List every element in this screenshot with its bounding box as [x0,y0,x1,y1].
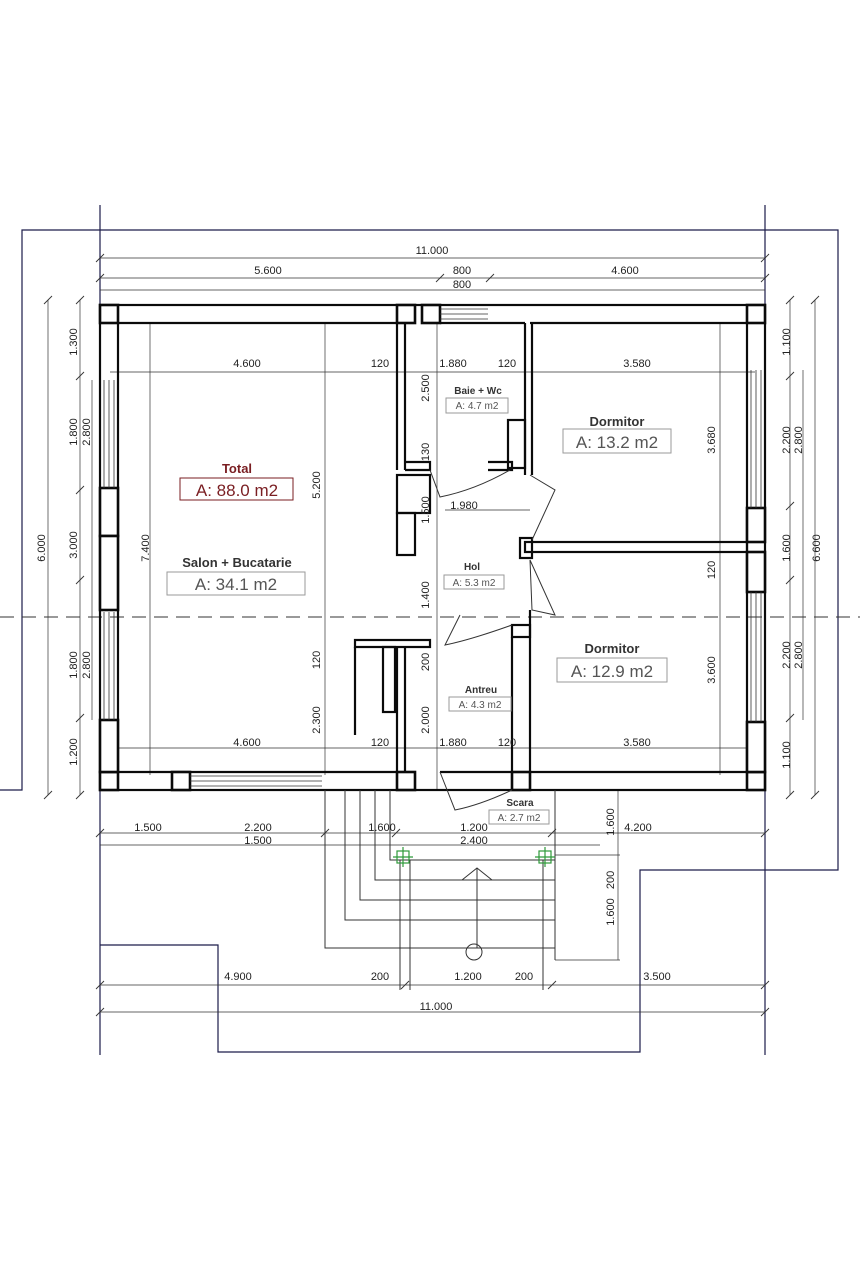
room-dormitor1-area: A: 13.2 m2 [576,433,658,452]
frame-lines [0,205,839,1055]
room-scara-name: Scara [506,798,534,809]
room-hol-area: A: 5.3 m2 [453,578,496,589]
dim-stair-v2: 1.600 [605,898,617,926]
dim-bottom-a4: 1.200 [460,822,488,834]
dim-right-3: 1.600 [781,534,793,562]
walls [98,303,767,792]
dim-inner-bottom-antreu: 1.880 [439,737,467,749]
dim-salon-inner: 5.200 [311,471,323,499]
dim-inner-bottom-wall2: 120 [498,737,516,749]
dim-top-mid-b: 800 [453,279,471,291]
room-scara-area: A: 2.7 m2 [498,813,541,824]
dim-inner-bottom-dorm: 3.580 [623,737,651,749]
dim-right-overall: 6.600 [811,534,823,562]
dim-left-win2: 2.800 [81,651,93,679]
dim-hol-wall: 200 [420,653,432,671]
dim-hol-a: 1.500 [420,496,432,524]
room-hol-name: Hol [464,562,480,573]
dim-baie-wall: 130 [420,443,432,461]
dim-bottom-c3: 1.200 [454,971,482,983]
dim-antreu-height: 2.000 [420,706,432,734]
total-area: A: 88.0 m2 [196,481,278,500]
room-dormitor1-name: Dormitor [590,414,645,429]
dim-dorm-wall: 120 [706,561,718,579]
dim-top-left: 5.600 [254,265,282,277]
dim-right-win2: 2.800 [793,641,805,669]
dim-left-4: 1.800 [68,651,80,679]
dimension-ticks [43,253,820,1017]
dim-dorm1-height: 3.680 [706,426,718,454]
dim-salon-height: 7.400 [140,534,152,562]
dim-bottom-c2: 200 [371,971,389,983]
dim-right-win1: 2.800 [793,426,805,454]
dim-left-3: 3.000 [68,531,80,559]
room-antreu-area: A: 4.3 m2 [459,700,502,711]
dim-stair-v1: 1.600 [605,808,617,836]
dim-hol-width: 1.980 [450,500,478,512]
pillars [98,303,767,792]
dim-bottom-a2: 2.200 [244,822,272,834]
dim-top-mid-a: 800 [453,265,471,277]
dim-bottom-a5: 4.200 [624,822,652,834]
dim-dorm2-height: 3.600 [706,656,718,684]
dim-inner-top-dorm: 3.580 [623,358,651,370]
dim-left-2: 1.800 [68,418,80,446]
dim-inner-top-baie: 1.880 [439,358,467,370]
windows [103,308,762,787]
dim-left-1: 1.300 [68,328,80,356]
dim-bottom-c5: 3.500 [643,971,671,983]
dim-salon-lower: 2.300 [311,706,323,734]
dim-stair-v3: 200 [605,871,617,889]
dim-top-right: 4.600 [611,265,639,277]
dim-bottom-a1: 1.500 [134,822,162,834]
dim-left-overall: 6.000 [36,534,48,562]
room-dormitor2-name: Dormitor [585,641,640,656]
dim-inner-bottom-wall1: 120 [371,737,389,749]
dim-top-overall: 11.000 [416,245,449,257]
dim-inner-bottom-salon: 4.600 [233,737,261,749]
dim-salon-wall: 120 [311,651,323,669]
dim-bottom-overall: 11.000 [420,1001,453,1013]
dim-bottom-b2: 2.400 [460,835,488,847]
room-salon-area: A: 34.1 m2 [195,575,277,594]
room-salon-name: Salon + Bucatarie [182,555,291,570]
room-antreu-name: Antreu [465,685,497,696]
room-dormitor2-area: A: 12.9 m2 [571,662,653,681]
dim-right-1: 1.100 [781,328,793,356]
total-name: Total [222,461,252,476]
stairs [324,790,556,990]
dim-bottom-c1: 4.900 [224,971,252,983]
dim-inner-top-wall2: 120 [498,358,516,370]
dim-hol-b: 1.400 [420,581,432,609]
dim-bottom-a3: 1.600 [368,822,396,834]
room-baie-area: A: 4.7 m2 [456,401,499,412]
dimension-lines [47,257,816,1013]
dim-right-5: 1.100 [781,741,793,769]
dim-inner-top-salon: 4.600 [233,358,261,370]
dim-bottom-c4: 200 [515,971,533,983]
stair-posts [393,847,555,867]
dim-left-5: 1.200 [68,738,80,766]
dim-bottom-b1: 1.500 [244,835,272,847]
label-boxes [166,397,672,825]
dim-left-win1: 2.800 [81,418,93,446]
dim-right-2: 2.200 [781,426,793,454]
room-baie-name: Baie + Wc [454,386,502,397]
dim-right-4: 2.200 [781,641,793,669]
dim-inner-top-wall1: 120 [371,358,389,370]
dim-baie-height: 2.500 [420,374,432,402]
doors [429,469,556,811]
